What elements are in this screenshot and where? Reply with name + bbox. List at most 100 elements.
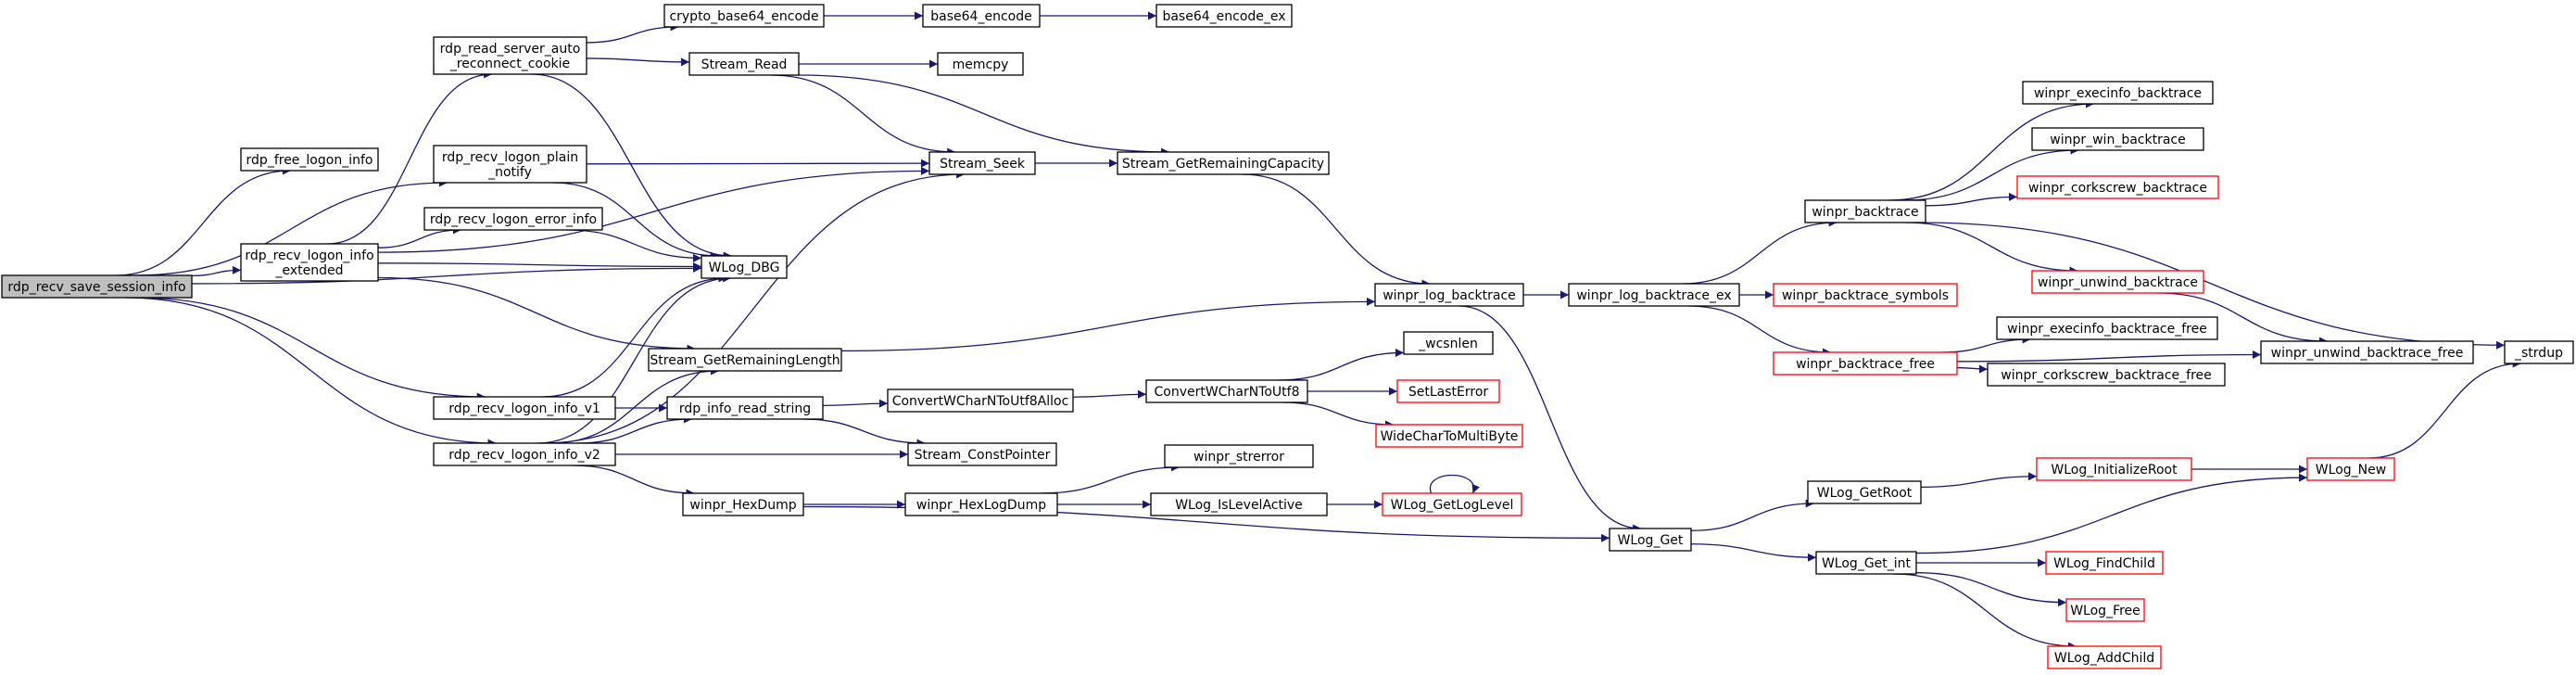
- node-getlen[interactable]: Stream_GetRemainingLength: [648, 348, 842, 372]
- node-wlog-dbg[interactable]: WLog_DBG: [701, 255, 788, 279]
- node-label: winpr_backtrace_symbols: [1782, 288, 1949, 303]
- node-label: rdp_recv_logon_info: [245, 248, 373, 263]
- node-setlasterr[interactable]: SetLastError: [1396, 379, 1500, 403]
- node-winbt[interactable]: winpr_win_backtrace: [2031, 127, 2204, 151]
- node-btsym[interactable]: winpr_backtrace_symbols: [1773, 283, 1958, 307]
- node-execinfo[interactable]: winpr_execinfo_backtrace: [2022, 81, 2214, 105]
- node-box: [701, 255, 788, 279]
- node-wlog-get[interactable]: WLog_Get: [1609, 528, 1692, 552]
- node-execinfofree[interactable]: winpr_execinfo_backtrace_free: [1996, 316, 2218, 340]
- node-box: [1807, 480, 1922, 504]
- node-reconnect[interactable]: rdp_read_server_auto_reconnect_cookie: [433, 36, 587, 75]
- node-box: [1987, 363, 2226, 387]
- node-corkbt[interactable]: winpr_corkscrew_backtrace: [2016, 175, 2219, 199]
- node-label: WLog_InitializeRoot: [2051, 463, 2178, 478]
- node-label: WLog_FindChild: [2053, 556, 2155, 571]
- node-label: winpr_backtrace: [1812, 205, 1918, 220]
- node-label: memcpy: [953, 57, 1009, 72]
- node-unwindbt[interactable]: winpr_unwind_backtrace: [2031, 270, 2204, 294]
- node-getloglevel[interactable]: WLog_GetLogLevel: [1382, 492, 1522, 516]
- node-stseek[interactable]: Stream_Seek: [928, 151, 1036, 175]
- node-label: rdp_recv_save_session_info: [7, 280, 185, 295]
- node-addchild[interactable]: WLog_AddChild: [2047, 645, 2162, 669]
- edge-getroot-to-initroot: [1920, 472, 2038, 488]
- node-getroot[interactable]: WLog_GetRoot: [1807, 480, 1922, 504]
- node-label: Stream_GetRemainingLength: [650, 353, 840, 368]
- edge-root-to-recv_ext: [191, 265, 242, 277]
- node-label: rdp_recv_logon_error_info: [430, 212, 597, 227]
- node-label: Stream_Read: [701, 57, 788, 72]
- node-box: [2045, 551, 2164, 575]
- edge-btfree-to-execinfofree: [1941, 335, 2031, 353]
- node-plain[interactable]: rdp_recv_logon_plain_notify: [433, 145, 587, 184]
- node-hexdump[interactable]: winpr_HexDump: [682, 492, 804, 516]
- node-label: _notify: [487, 165, 532, 180]
- node-wc2mb[interactable]: WideCharToMultiByte: [1375, 424, 1523, 448]
- node-getcap[interactable]: Stream_GetRemainingCapacity: [1117, 151, 1330, 175]
- node-box: [904, 492, 1058, 516]
- node-b64ex[interactable]: base64_encode_ex: [1155, 4, 1293, 28]
- node-initroot[interactable]: WLog_InitializeRoot: [2036, 457, 2192, 481]
- node-strerror[interactable]: winpr_strerror: [1164, 444, 1314, 468]
- node-getint[interactable]: WLog_Get_int: [1815, 551, 1917, 575]
- node-cw2u8alloc[interactable]: ConvertWCharNToUtf8Alloc: [887, 388, 1074, 413]
- node-free-logon[interactable]: rdp_free_logon_info: [240, 147, 379, 172]
- node-label: winpr_execinfo_backtrace_free: [2007, 322, 2207, 337]
- node-label: winpr_log_backtrace: [1383, 288, 1516, 303]
- node-wcsnlen[interactable]: _wcsnlen: [1403, 331, 1494, 355]
- node-box: [433, 442, 616, 466]
- node-unwindfree[interactable]: winpr_unwind_backtrace_free: [2260, 340, 2474, 364]
- edge-error-to-wlog_dbg: [566, 229, 702, 262]
- node-box: [1164, 444, 1314, 468]
- node-label: _wcsnlen: [1418, 337, 1478, 351]
- node-box: [433, 36, 587, 75]
- node-box: [1609, 528, 1692, 552]
- node-label: Stream_ConstPointer: [915, 448, 1051, 463]
- node-memcpy[interactable]: memcpy: [937, 52, 1024, 76]
- node-logbt[interactable]: winpr_log_backtrace: [1374, 283, 1524, 307]
- node-strdup[interactable]: _strdup: [2504, 340, 2574, 364]
- node-recv-v2[interactable]: rdp_recv_logon_info_v2: [433, 442, 616, 466]
- node-root[interactable]: rdp_recv_save_session_info: [1, 274, 193, 299]
- edge-root-to-wlog_dbg: [191, 263, 702, 285]
- node-box: [887, 388, 1074, 413]
- node-wlog-new[interactable]: WLog_New: [2306, 457, 2395, 481]
- node-bt[interactable]: winpr_backtrace: [1804, 199, 1926, 223]
- node-recv-v1[interactable]: rdp_recv_logon_info_v1: [433, 396, 616, 420]
- node-label: Stream_GetRemainingCapacity: [1122, 157, 1324, 172]
- node-stread[interactable]: Stream_Read: [688, 52, 800, 76]
- node-btfree[interactable]: winpr_backtrace_free: [1773, 351, 1958, 376]
- node-hexlogdump[interactable]: winpr_HexLogDump: [904, 492, 1058, 516]
- node-label: WLog_IsLevelActive: [1175, 498, 1303, 513]
- node-box: [423, 207, 603, 231]
- node-label: Stream_Seek: [940, 157, 1026, 172]
- node-crypto64[interactable]: crypto_base64_encode: [663, 4, 825, 28]
- node-cw2u8[interactable]: ConvertWCharNToUtf8: [1145, 379, 1308, 403]
- edge-bt-to-strdup: [1918, 222, 2506, 350]
- edge-stread-to-getcap: [797, 74, 1170, 157]
- node-b64[interactable]: base64_encode: [922, 4, 1041, 28]
- node-logbtex[interactable]: winpr_log_backtrace_ex: [1568, 283, 1740, 307]
- node-label: winpr_unwind_backtrace_free: [2271, 346, 2464, 361]
- node-corkfree[interactable]: winpr_corkscrew_backtrace_free: [1987, 363, 2226, 387]
- node-box: [666, 396, 824, 420]
- node-islevel[interactable]: WLog_IsLevelActive: [1150, 492, 1328, 516]
- node-wlog-free[interactable]: WLog_Free: [2065, 598, 2145, 622]
- edge-stread-to-stseek: [770, 74, 956, 157]
- node-label: rdp_recv_logon_info_v2: [448, 448, 600, 463]
- node-findchild[interactable]: WLog_FindChild: [2045, 551, 2164, 575]
- node-constptr[interactable]: Stream_ConstPointer: [907, 442, 1057, 466]
- node-recv-ext[interactable]: rdp_recv_logon_info_extended: [240, 243, 379, 282]
- node-label: rdp_read_server_auto: [440, 42, 581, 57]
- edge-recv_ext-to-error: [377, 225, 461, 248]
- node-box: [433, 145, 587, 184]
- edge-reconnect-to-stread: [586, 57, 690, 67]
- node-box: [1403, 331, 1494, 355]
- edge-plain-to-wlog_dbg: [551, 182, 719, 261]
- node-label: WLog_DBG: [709, 261, 780, 275]
- edge-reconnect-to-crypto64: [586, 22, 679, 44]
- node-label: _strdup: [2514, 346, 2563, 361]
- node-readstr[interactable]: rdp_info_read_string: [666, 396, 824, 420]
- node-box: [1374, 283, 1524, 307]
- node-error[interactable]: rdp_recv_logon_error_info: [423, 207, 603, 231]
